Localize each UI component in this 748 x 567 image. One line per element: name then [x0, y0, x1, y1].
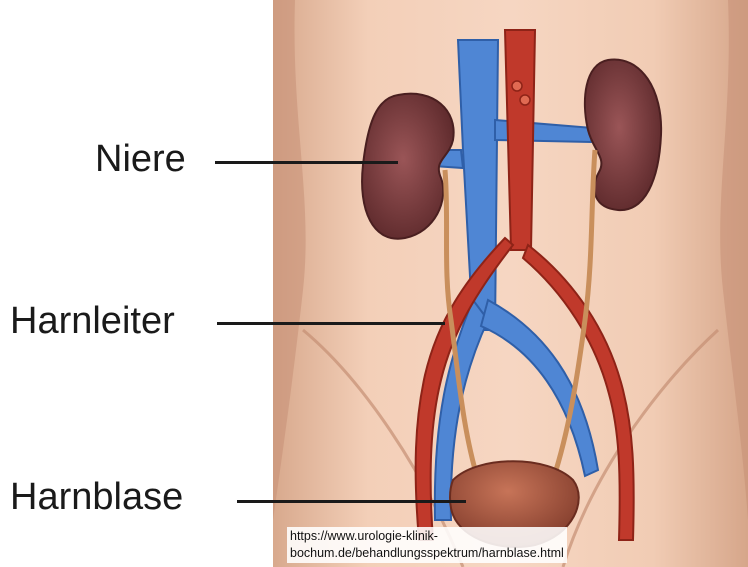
kidney-leader-line [215, 161, 398, 164]
source-caption-line-1: https://www.urologie-klinik- [290, 528, 564, 545]
urinary-tract-illustration [273, 0, 748, 567]
bladder-leader-line [237, 500, 466, 503]
ureter-label: Harnleiter [10, 302, 175, 340]
aorta-branch-2 [520, 95, 530, 105]
source-caption: https://www.urologie-klinik- bochum.de/b… [287, 527, 567, 563]
aorta-branch-1 [512, 81, 522, 91]
kidney-label: Niere [95, 140, 186, 178]
ureter-leader-line [217, 322, 445, 325]
aorta [505, 30, 535, 250]
bladder-label: Harnblase [10, 478, 183, 516]
right-kidney [585, 60, 661, 211]
source-caption-line-2: bochum.de/behandlungsspektrum/harnblase.… [290, 545, 564, 562]
